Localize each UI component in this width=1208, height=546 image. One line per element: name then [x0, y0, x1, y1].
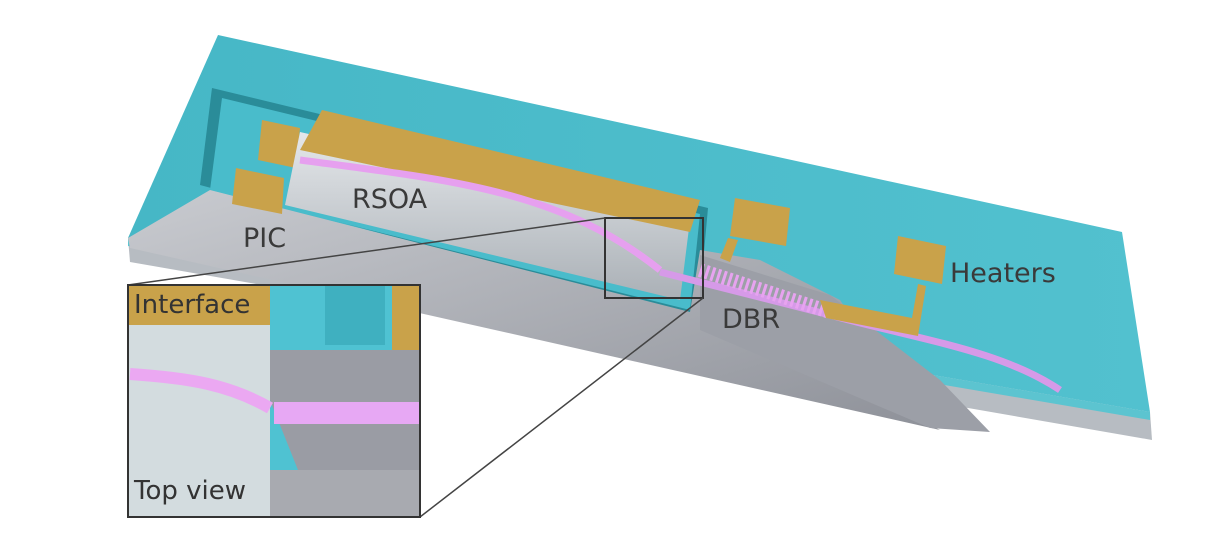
gold-pad	[232, 168, 284, 214]
label-top-view: Top view	[134, 476, 247, 506]
top-view-inset	[127, 284, 421, 518]
heater-trace	[820, 284, 926, 336]
zoom-region-box	[604, 217, 704, 299]
label-dbr: DBR	[722, 304, 781, 335]
heater-trace	[720, 238, 738, 262]
label-heaters: Heaters	[950, 258, 1056, 289]
dbr-grating	[697, 263, 833, 319]
gold-pad	[258, 120, 300, 168]
label-pic: PIC	[243, 223, 287, 254]
heater-pad	[730, 198, 790, 246]
label-interface: Interface	[134, 290, 251, 320]
rsoa-gold-top	[300, 110, 700, 232]
heater-pad	[894, 236, 946, 284]
label-rsoa: RSOA	[352, 184, 428, 215]
pic-silicon	[128, 190, 940, 430]
rsoa-waveguide	[299, 156, 663, 273]
zoom-connector	[127, 217, 606, 286]
zoom-connector	[419, 297, 704, 518]
